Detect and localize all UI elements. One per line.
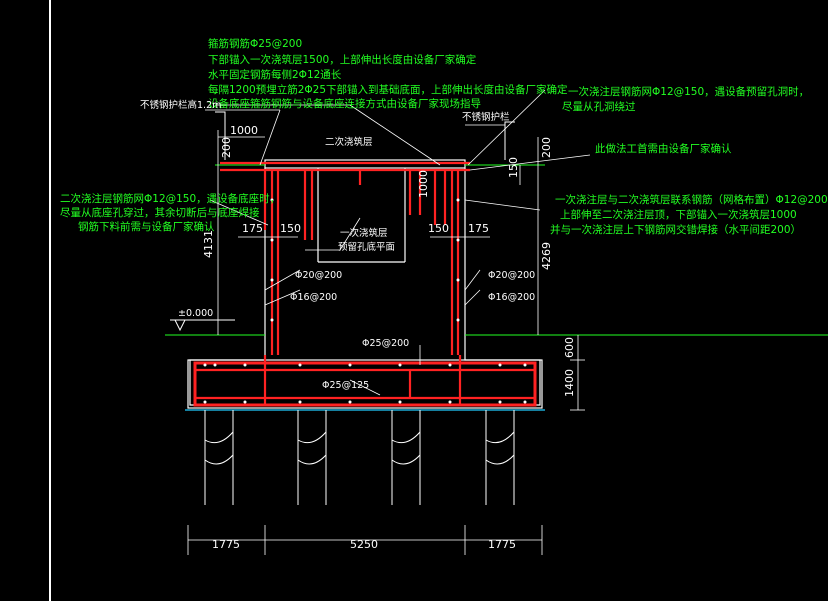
rebar-label-wall-right-2: Φ16@200 xyxy=(488,292,535,303)
note-guardrail-left: 不锈钢护栏高1.2m xyxy=(140,99,221,111)
rebar xyxy=(193,161,537,407)
pile-2 xyxy=(297,410,327,505)
dim-h-150-right: 150 xyxy=(428,222,449,235)
dim-top-right-200: 200 xyxy=(540,137,553,158)
dimension-lines xyxy=(187,130,585,555)
note-second-pour: 二次浇筑层 xyxy=(325,136,373,148)
rebar-label-wall-right-1: Φ20@200 xyxy=(488,270,535,281)
piles xyxy=(204,410,515,505)
elevation-label: ±0.000 xyxy=(178,308,213,319)
note-guardrail-right: 不锈钢护栏 xyxy=(462,111,510,123)
dim-top-right-150: 150 xyxy=(507,157,520,178)
note-right-connect-2: 上部伸至二次浇注层顶，下部锚入一次浇筑层1000 xyxy=(560,208,797,221)
pile-3 xyxy=(391,410,421,505)
dim-bottom-right: 1775 xyxy=(488,538,516,551)
note-anchor-hole-1: 一次浇筑层 xyxy=(340,227,388,239)
dim-base-1400: 1400 xyxy=(563,369,576,397)
ground-lines xyxy=(165,164,828,336)
dim-h-175-left: 175 xyxy=(242,222,263,235)
pile-1 xyxy=(204,410,234,505)
leader-lines xyxy=(205,89,591,396)
note-horizontal-bar: 水平固定钢筋每侧2Φ12通长 xyxy=(208,68,342,81)
note-right-connect-3: 并与一次浇注层上下钢筋网交错焊接（水平间距200） xyxy=(550,223,801,236)
note-left-mesh-3: 钢筋下料前需与设备厂家确认 xyxy=(78,220,215,233)
note-left-mesh-2: 尽量从底座孔穿过，其余切断后与底座焊接 xyxy=(60,206,260,219)
dim-base-600: 600 xyxy=(563,337,576,358)
dim-h-175-right: 175 xyxy=(468,222,489,235)
pile-4 xyxy=(485,410,515,505)
note-left-mesh-1: 二次浇注层钢筋网Φ12@150，遇设备底座时， xyxy=(60,192,280,205)
dim-bottom-middle: 5250 xyxy=(350,538,378,551)
dim-anchor-1000: 1000 xyxy=(417,170,430,198)
dim-top-left-height: 200 xyxy=(220,137,233,158)
dim-bottom-left: 1775 xyxy=(212,538,240,551)
note-embedded-bar: 每隔1200预埋立筋2Φ25下部锚入到基础底面，上部伸出长度由设备厂家确定 xyxy=(208,83,568,96)
note-right-mesh-1: 一次浇注层钢筋网Φ12@150，遇设备预留孔洞时， xyxy=(568,85,809,98)
dim-total-height-left: 4131 xyxy=(202,230,215,258)
elevation-marker xyxy=(170,319,235,332)
note-anchor-hole-2: 预留孔底平面 xyxy=(338,241,395,253)
note-base-connection: 设备底座箍筋钢筋与设备底座连接方式由设备厂家现场指导 xyxy=(208,97,481,110)
dim-top-left-offset: 1000 xyxy=(230,124,258,137)
rebar-label-slab-top: Φ25@200 xyxy=(362,338,409,349)
note-right-connect-1: 一次浇注层与二次浇筑层联系钢筋（网格布置）Φ12@200 xyxy=(555,193,828,206)
rebar-label-wall-left-2: Φ16@200 xyxy=(290,292,337,303)
rebar-label-slab-bottom: Φ25@125 xyxy=(322,380,369,391)
note-right-vendor: 此做法工首需由设备厂家确认 xyxy=(595,142,732,155)
rebar-label-wall-left-1: Φ20@200 xyxy=(295,270,342,281)
note-stirrup: 箍筋钢筋Φ25@200 xyxy=(208,37,302,50)
note-anchor-1500: 下部锚入一次浇筑层1500，上部伸出长度由设备厂家确定 xyxy=(208,53,477,66)
rebar-dots xyxy=(203,198,527,404)
note-right-mesh-2: 尽量从孔洞绕过 xyxy=(562,100,636,113)
dim-total-height-right: 4269 xyxy=(540,242,553,270)
dim-h-150-left: 150 xyxy=(280,222,301,235)
